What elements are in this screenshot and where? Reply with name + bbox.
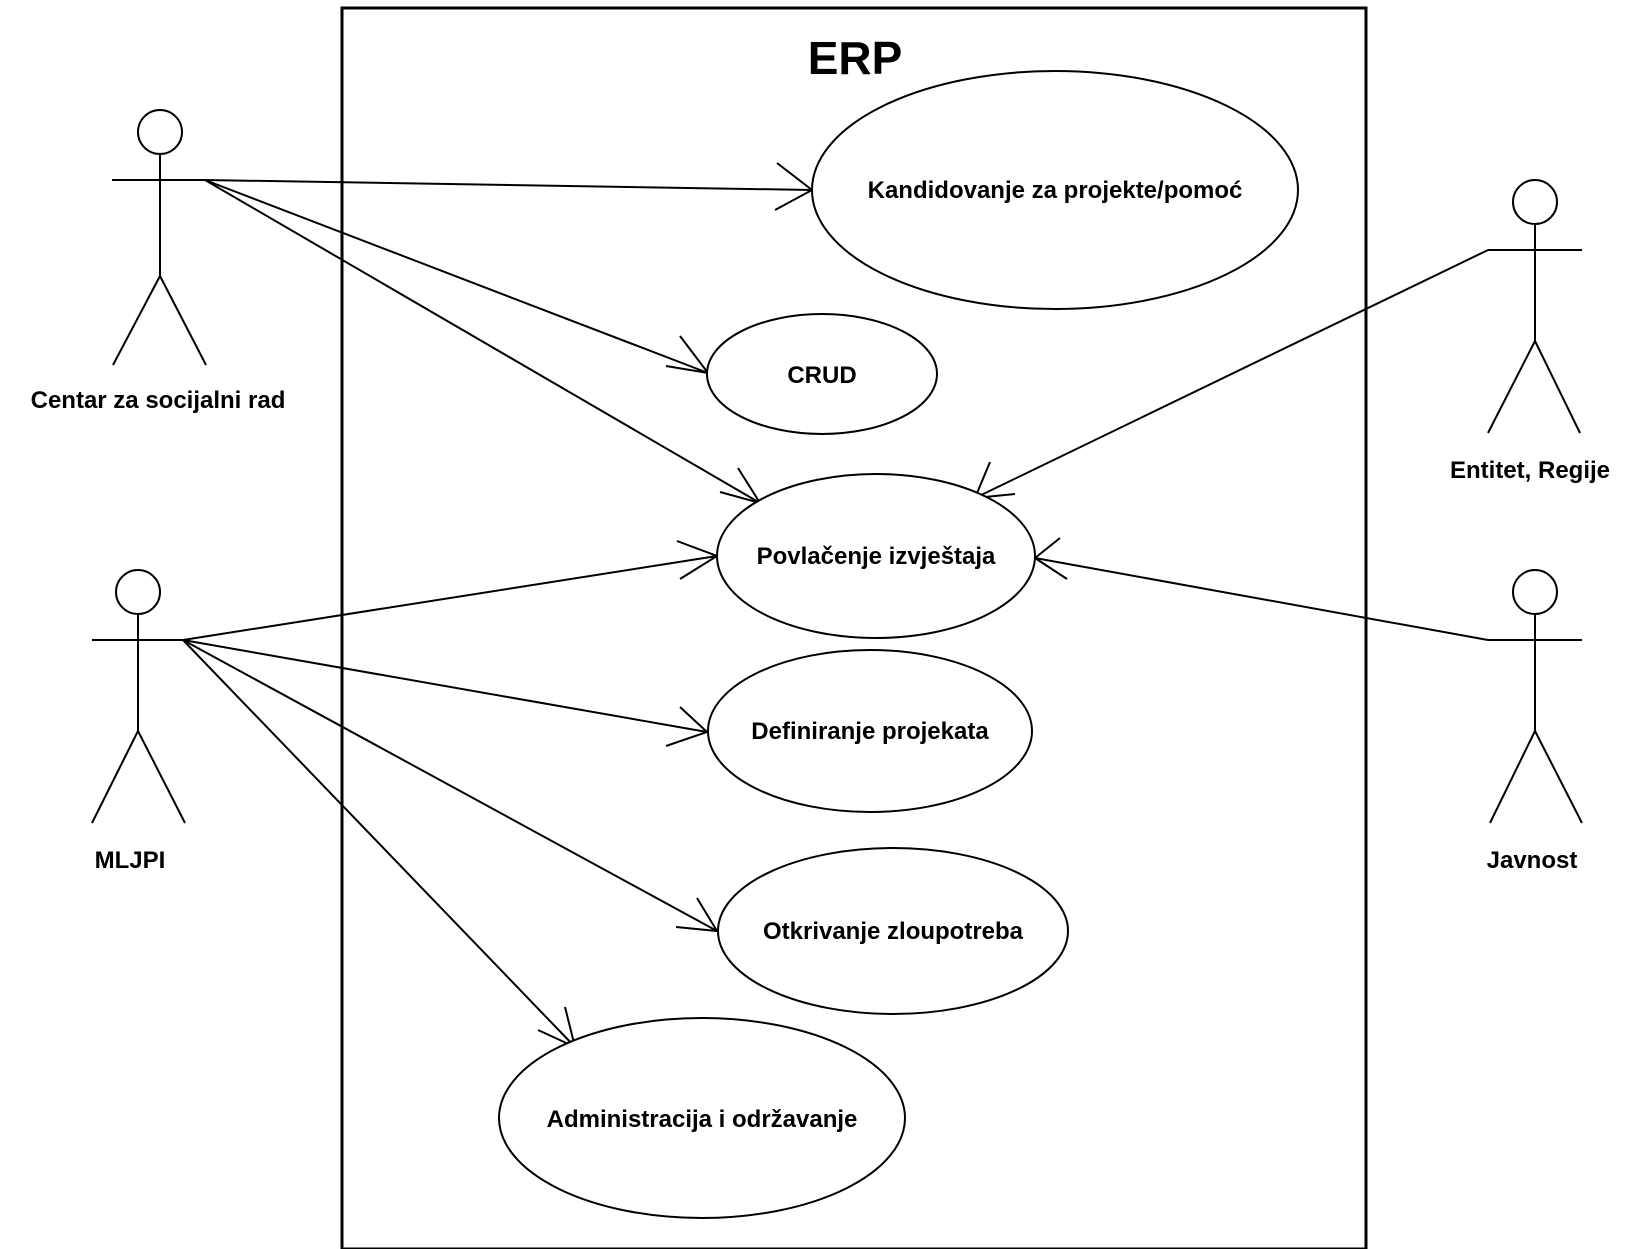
actor-mljpi: MLJPI [91, 569, 186, 874]
use-case-label: Povlačenje izvještaja [757, 543, 996, 570]
association-centar-kandidovanje [204, 179, 813, 191]
actor-centar: Centar za socijalni rad [31, 109, 286, 414]
arrowhead-icon [719, 467, 763, 505]
use-case-label: Definiranje projekata [751, 718, 989, 745]
use-case-crud: CRUD [706, 313, 938, 435]
use-case-povlacenje: Povlačenje izvještaja [716, 473, 1036, 639]
actor-label: MLJPI [95, 847, 166, 874]
use-case-ellipse [811, 70, 1299, 310]
association-centar-crud [204, 179, 709, 374]
actor-label: Entitet, Regije [1450, 457, 1610, 484]
actor-javnost: Javnost [1487, 569, 1583, 874]
stick-figure-icon [1488, 569, 1583, 824]
association-entitet-povlacenje [974, 249, 1489, 499]
association-mljpi-povlacenje [182, 555, 718, 641]
use-case-ellipse [716, 473, 1036, 639]
use-case-label: Kandidovanje za projekte/pomoć [868, 177, 1243, 204]
use-case-label: Administracija i održavanje [547, 1106, 858, 1133]
actor-entitet: Entitet, Regije [1450, 179, 1610, 484]
arrowhead-icon [665, 335, 711, 375]
system-boundary [340, 6, 1368, 1249]
use-case-label: Otkrivanje zloupotreba [763, 918, 1024, 945]
arrowhead-icon [973, 461, 1016, 500]
arrowhead-icon [774, 162, 814, 211]
use-case-ellipse [717, 847, 1069, 1015]
use-case-label: CRUD [787, 362, 856, 389]
use-case-administracija: Administracija i održavanje [498, 1017, 906, 1219]
use-case-otkrivanje: Otkrivanje zloupotreba [717, 847, 1069, 1015]
arrowhead-icon [675, 897, 719, 933]
actor-label: Javnost [1487, 847, 1578, 874]
arrowhead-icon [665, 706, 709, 747]
use-case-ellipse [498, 1017, 906, 1219]
actor-label: Centar za socijalni rad [31, 387, 286, 414]
association-mljpi-definiranje [182, 639, 708, 733]
use-case-ellipse [707, 649, 1033, 813]
system-title: ERP [808, 32, 903, 84]
use-case-kandidovanje: Kandidovanje za projekte/pomoć [811, 70, 1299, 310]
association-centar-povlacenje [204, 179, 761, 504]
association-mljpi-otkrivanje [182, 639, 718, 932]
use-case-ellipse [706, 313, 938, 435]
stick-figure-icon [91, 569, 186, 824]
stick-figure-icon [112, 109, 207, 366]
use-case-definiranje: Definiranje projekata [707, 649, 1033, 813]
association-javnost-povlacenje [1034, 557, 1489, 641]
association-mljpi-administracija [182, 639, 576, 1048]
stick-figure-icon [1487, 179, 1582, 434]
association-lines [182, 179, 1489, 1048]
